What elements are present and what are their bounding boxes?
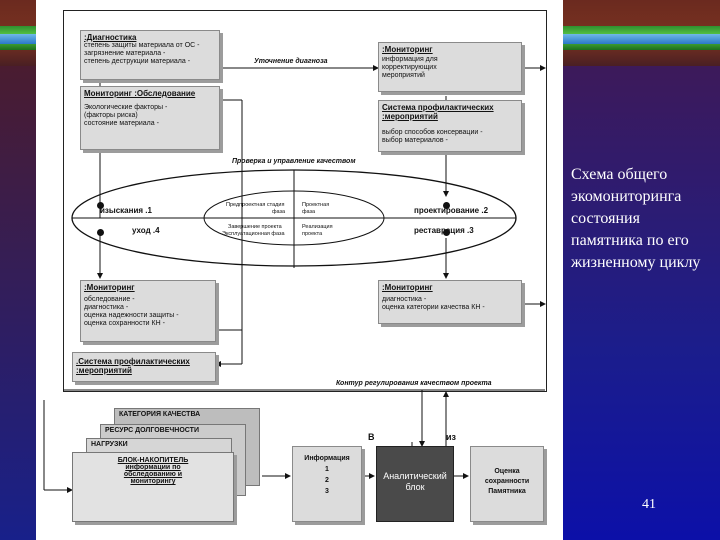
phase-project-sub: фаза (302, 209, 316, 215)
prevention-top-right-line: выбор способов консервации - (382, 129, 483, 136)
prevention-bottom-left-title: .Система профилактических (76, 357, 190, 366)
information-title: Информация (304, 455, 350, 462)
stage-survey: изыскания .1 (100, 206, 152, 215)
diagram-canvas: :Диагностика степень защиты материала от… (36, 0, 563, 540)
information-item: 2 (325, 477, 329, 484)
monitoring-top-right-line: мероприятий (382, 72, 425, 79)
monitoring-bottom-left-line: диагностика - (84, 304, 129, 311)
monitoring-bottom-left-box: :Мониторинг обследование - диагностика -… (80, 280, 216, 342)
storage-block: БЛОК-НАКОПИТЕЛЬ информации по обследован… (72, 452, 234, 522)
monitoring-bottom-right-line: оценка категории качества КН - (382, 304, 485, 311)
information-item: 1 (325, 466, 329, 473)
phase-operation: Эксплуатационная фаза (222, 231, 285, 237)
monitoring-bottom-left-line: оценка надежности защиты - (84, 312, 179, 319)
monitoring-survey-line: состояние материала - (84, 120, 159, 127)
stack-quality-category-label: КАТЕГОРИЯ КАЧЕСТВА (119, 411, 201, 418)
storage-block-line: информации по (125, 464, 181, 471)
output-label: из (446, 432, 457, 442)
phase-completion: Завершение проекта (228, 224, 282, 230)
storage-block-line: мониторингу (130, 478, 176, 485)
monitoring-top-right-line: корректирующих (382, 64, 437, 71)
monitoring-survey-box: Мониторинг :Обследование Экологические ф… (80, 86, 220, 150)
analytic-block-line: Аналитический (383, 471, 447, 481)
assessment-line: сохранности (484, 478, 530, 485)
node-right-bot (443, 229, 450, 236)
diagnostics-line: степень деструкции материала - (84, 58, 191, 65)
stack-loads-label: НАГРУЗКИ (91, 441, 128, 448)
monitoring-survey-title: Мониторинг :Обследование (84, 89, 196, 98)
information-box: Информация 1 2 3 (292, 446, 362, 522)
phase-implementation: Реализация (302, 224, 333, 230)
upper-diagram-frame (63, 10, 547, 392)
diagram-connectors (43, 50, 546, 493)
stack-durability-label: РЕСУРС ДОЛГОВЕЧНОСТИ (105, 427, 199, 434)
node-left-top (97, 202, 104, 209)
monitoring-survey-line: (факторы риска) (84, 112, 138, 119)
stage-design: проектирование .2 (414, 206, 489, 215)
storage-block-line: БЛОК-НАКОПИТЕЛЬ (117, 457, 189, 464)
node-left-bot (97, 229, 104, 236)
quality-control-label: Проверка и управление качеством (232, 158, 356, 165)
monitoring-bottom-right-box: :Мониторинг диагностика - оценка категор… (378, 280, 522, 324)
slide-caption: Схема общего экомониторинга состояния па… (571, 166, 701, 271)
prevention-bottom-left-box: .Система профилактических :мероприятий (72, 352, 216, 382)
slide-left-margin (0, 66, 36, 540)
diagnostics-title: :Диагностика (84, 33, 137, 42)
monitoring-top-right-line: информация для (382, 56, 438, 63)
phase-preproject: Предпроектная стадия (226, 202, 285, 208)
assessment-box: Оценка сохранности Памятника (470, 446, 544, 522)
monitoring-bottom-left-title: :Мониторинг (84, 283, 135, 292)
node-right-top (443, 202, 450, 209)
monitoring-top-right-box: :Мониторинг информация для корректирующи… (378, 42, 522, 92)
phase-project: Проектная (302, 202, 330, 208)
prevention-top-right-box: Система профилактических :мероприятий вы… (378, 100, 522, 152)
diagnostics-line: степень защиты материала от ОС - (84, 42, 200, 49)
phase-implementation-sub: проекта (302, 231, 323, 237)
prevention-top-right-title: Система профилактических :мероприятий (382, 103, 494, 121)
diagnostics-box: :Диагностика степень защиты материала от… (80, 30, 220, 80)
refine-diagnosis-label: Уточнение диагноза (254, 58, 328, 65)
analytic-block: Аналитический блок (376, 446, 454, 522)
monitoring-bottom-left-line: обследование - (84, 296, 135, 303)
stage-care: уход .4 (132, 226, 160, 235)
prevention-top-right-line: выбор материалов - (382, 137, 448, 144)
monitoring-survey-line: Экологические факторы - (84, 104, 168, 111)
prevention-bottom-left-title2: :мероприятий (76, 366, 132, 375)
information-item: 3 (325, 488, 329, 495)
contour-label: Контур регулирования качеством проекта (336, 380, 492, 387)
page-number: 41 (642, 497, 656, 512)
assessment-line: Оценка (494, 468, 520, 475)
analytic-block-line: блок (405, 482, 425, 492)
caption-panel (563, 66, 720, 540)
monitoring-top-right-title: :Мониторинг (382, 45, 433, 54)
monitoring-bottom-right-line: диагностика - (382, 296, 427, 303)
phase-preproject-sub: фаза (272, 209, 286, 215)
storage-block-line: обследованию и (123, 471, 183, 478)
assessment-line: Памятника (488, 488, 526, 495)
monitoring-bottom-right-title: :Мониторинг (382, 283, 433, 292)
monitoring-bottom-left-line: оценка сохранности КН - (84, 320, 165, 327)
input-label: В (368, 432, 375, 442)
diagnostics-line: загрязнение материала - (84, 50, 166, 57)
